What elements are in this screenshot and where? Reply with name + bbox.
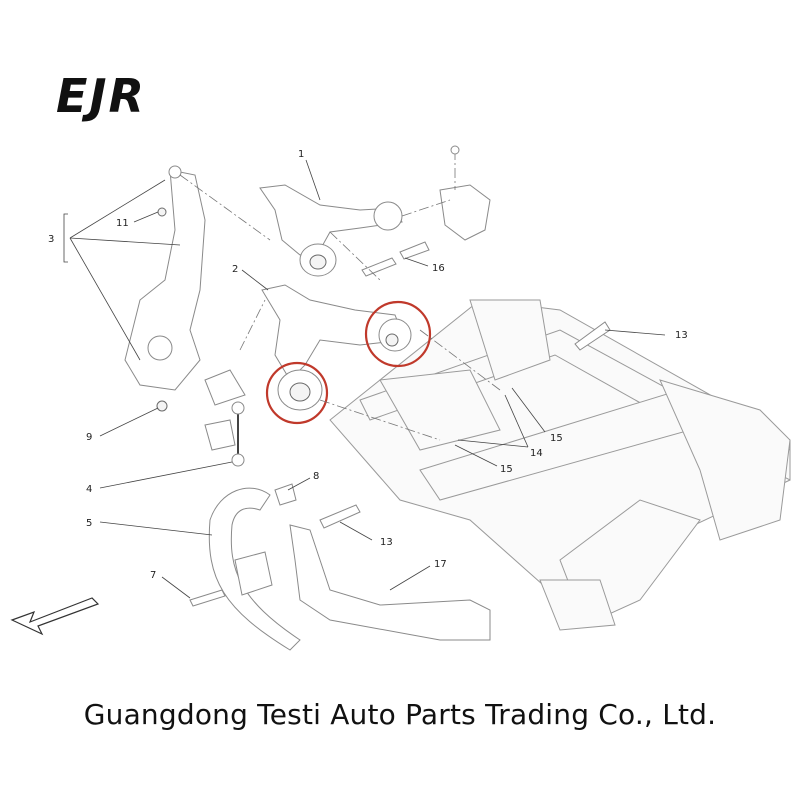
callout-4: 4	[86, 484, 92, 495]
callout-14: 14	[530, 448, 543, 459]
callout-15-right: 15	[550, 433, 563, 444]
callout-9: 9	[86, 432, 92, 443]
callout-2: 2	[232, 264, 238, 275]
callout-15-lower: 15	[500, 464, 513, 475]
subframe	[204, 299, 791, 631]
height-sensor-bracket	[439, 145, 491, 241]
lower-control-arm	[261, 284, 412, 411]
stabilizer-bushing	[234, 551, 273, 596]
company-name: Guangdong Testi Auto Parts Trading Co., …	[83, 698, 717, 731]
callout-13-lower: 13	[380, 537, 393, 548]
stabilizer-link	[231, 401, 245, 467]
callout-3: 3	[48, 234, 54, 245]
callout-11: 11	[116, 218, 129, 229]
callout-5: 5	[86, 518, 92, 529]
callout-8: 8	[313, 471, 319, 482]
bolt-8	[274, 483, 297, 506]
brand-logo: EJR	[56, 69, 146, 123]
callout-7: 7	[150, 570, 156, 581]
upper-control-arm	[259, 184, 403, 277]
steering-knuckle	[124, 165, 206, 412]
logo-text: EJR	[56, 69, 146, 123]
forward-arrow-icon	[10, 597, 100, 636]
front-bushing-highlight	[364, 300, 432, 368]
callout-13-upper: 13	[675, 330, 688, 341]
bolt-7	[189, 589, 226, 607]
callout-16: 16	[432, 263, 445, 274]
bolt-13-upper	[574, 321, 611, 351]
callout-1: 1	[298, 149, 304, 160]
bolt-13-lower	[319, 504, 361, 529]
rear-bushing-highlight	[265, 361, 329, 425]
callout-17: 17	[434, 559, 447, 570]
bolts-16	[361, 241, 430, 277]
skid-plate	[289, 524, 491, 641]
stabilizer-bar	[208, 487, 301, 651]
